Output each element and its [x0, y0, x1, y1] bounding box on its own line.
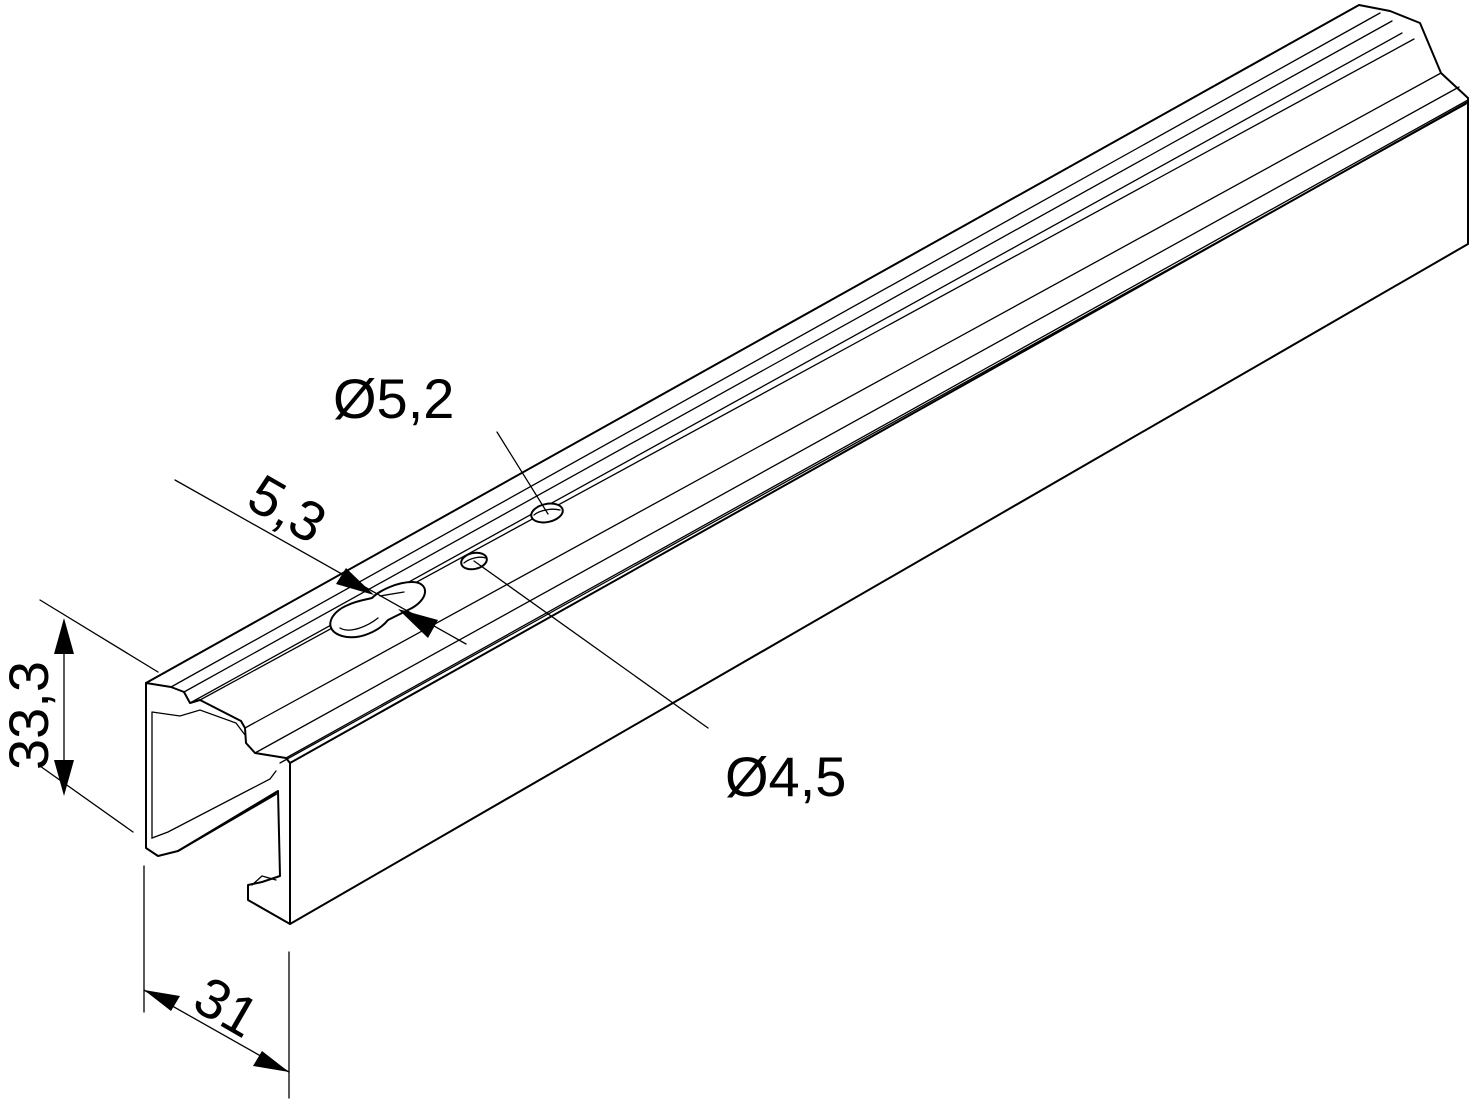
callout-hole-small: Ø4,5: [473, 560, 846, 808]
dimension-slot-offset-label: 5,3: [238, 462, 337, 555]
rail-cross-section: [145, 682, 291, 925]
dimension-height-label: 33,3: [0, 661, 60, 770]
dimension-width: 31: [143, 865, 290, 1099]
leader-hole-small: [473, 560, 709, 729]
rail-top-edge: [145, 4, 1469, 684]
rail-front-edge: [289, 97, 1469, 925]
arrow-up-icon: [54, 618, 74, 654]
hole-small-label: Ø4,5: [725, 745, 846, 808]
extension-line-bottom: [39, 765, 134, 833]
hole-small-inner: [463, 556, 487, 564]
arrow-down-icon: [54, 760, 74, 796]
extension-line-top: [39, 599, 159, 673]
rail-bottom-flange: [177, 793, 277, 852]
arrow-right-icon: [253, 1051, 289, 1072]
keyhole-inner: [339, 591, 405, 631]
arrow-slot-right-icon: [398, 609, 438, 638]
dimension-height: 33,3: [0, 599, 159, 833]
rail-front-inner-edge: [279, 103, 1467, 764]
hole-large-inner: [533, 508, 561, 516]
leader-hole-large: [496, 431, 549, 515]
rail-groove-lines: [170, 12, 1469, 759]
arrow-left-icon: [144, 990, 180, 1011]
dimension-width-label: 31: [184, 964, 269, 1050]
hole-large-label: Ø5,2: [333, 367, 454, 430]
rail-inner-profile: [151, 709, 277, 886]
arrow-slot-left-icon: [336, 568, 374, 595]
callout-hole-large: Ø5,2: [333, 367, 549, 515]
keyhole-slot: [329, 580, 426, 639]
rail-body: [145, 4, 1469, 925]
